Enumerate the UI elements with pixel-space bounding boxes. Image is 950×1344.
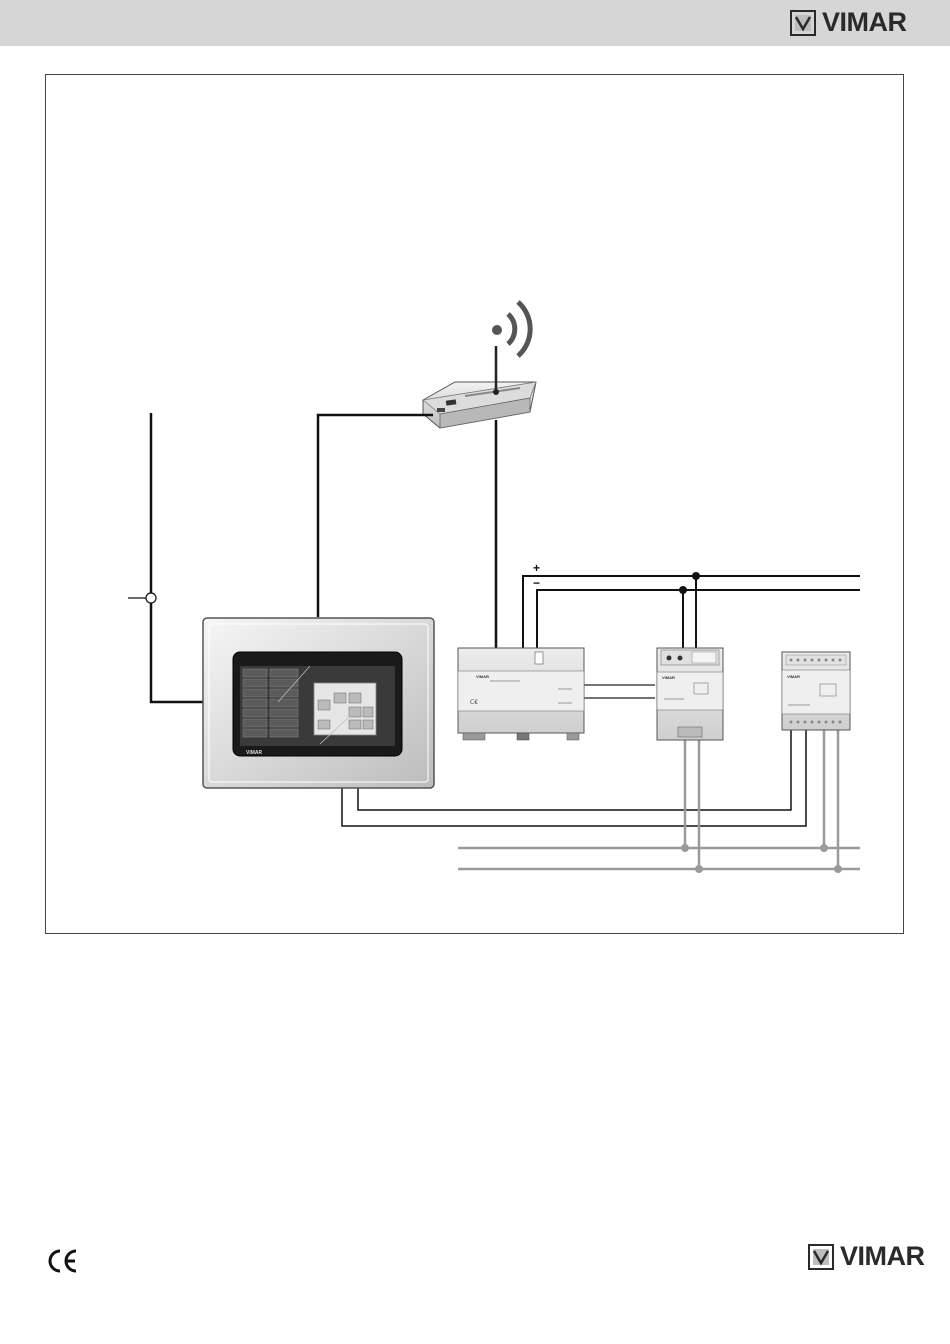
vimar-logo-icon	[808, 1244, 834, 1270]
bus-line-plus	[523, 576, 860, 650]
svg-text:ᑕ€: ᑕ€	[470, 700, 478, 706]
module-link	[584, 685, 655, 698]
power-supply-module-2: VIMAR	[782, 652, 850, 730]
gateway-brand: VIMAR	[476, 674, 489, 679]
touch-screen-brand: VIMAR	[246, 750, 263, 756]
ce-mark-icon	[45, 1248, 79, 1274]
mains-wiring	[458, 730, 860, 869]
plus-label: +	[533, 561, 540, 575]
bus-line-minus	[537, 590, 860, 650]
touch-screen-panel: VIMAR	[203, 618, 434, 788]
minus-label: −	[533, 576, 540, 590]
bus-taps	[680, 573, 699, 650]
power-supply-2-brand: VIMAR	[787, 674, 800, 679]
power-supply-brand: VIMAR	[662, 675, 675, 680]
gateway-module: VIMAR ᑕ€	[458, 648, 584, 740]
footer-brand-name: VIMAR	[840, 1243, 925, 1270]
router	[423, 382, 536, 428]
wifi-signal-icon	[492, 302, 530, 356]
sensor-symbol-icon	[128, 593, 156, 603]
touch-screen-menu	[243, 669, 298, 737]
footer-brand-logo: VIMAR	[808, 1243, 925, 1270]
power-supply-module: VIMAR	[657, 648, 723, 740]
